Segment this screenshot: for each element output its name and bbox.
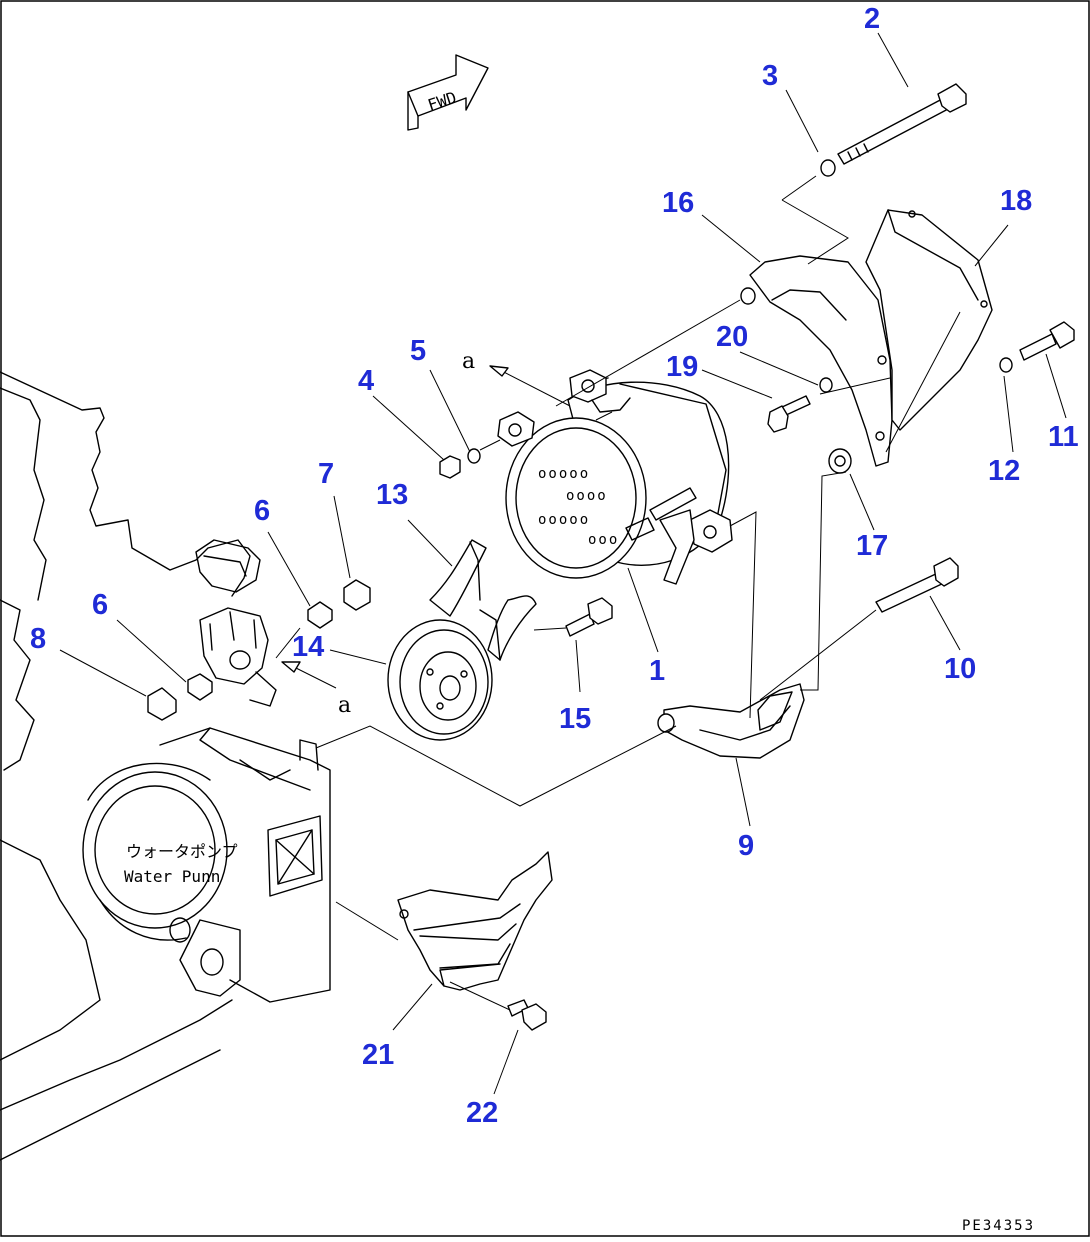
part-nut: [439, 455, 461, 479]
callout-15: 15: [559, 703, 591, 735]
part-washer-nut: [467, 448, 481, 464]
callout-21: 21: [362, 1039, 394, 1071]
part-bolt-pulley: [565, 597, 613, 637]
svg-text:oooo: oooo: [566, 488, 608, 504]
callout-6b: 6: [92, 589, 108, 621]
callout-16: 16: [662, 187, 694, 219]
callout-numbers: 1 2 3 4 5 6 6 7 8 9 10 11 12 13 14 15 16…: [30, 3, 1079, 1129]
callout-5: 5: [410, 335, 426, 367]
callout-12: 12: [988, 455, 1020, 487]
water-pump-label-en: Water Punn: [124, 867, 220, 886]
drawing-code: PE34353: [962, 1218, 1035, 1234]
part-guard-bolt: [507, 999, 547, 1031]
leader-lines: [59, 32, 1067, 1095]
callout-3: 3: [762, 60, 778, 92]
callout-10: 10: [944, 653, 976, 685]
part-sleeves: [147, 579, 371, 721]
callout-4: 4: [358, 365, 374, 397]
ref-label-a-bottom: a: [338, 693, 351, 718]
part-washer-mid: [819, 377, 833, 393]
callout-19: 19: [666, 351, 698, 383]
callout-2: 2: [864, 3, 880, 35]
callout-9: 9: [738, 830, 754, 862]
callout-17: 17: [856, 530, 888, 562]
part-cover: [865, 209, 993, 431]
part-bolt-small: [767, 395, 811, 433]
water-pump-label-jp: ウォータポンプ: [126, 842, 238, 861]
callout-13: 13: [376, 479, 408, 511]
callout-11: 11: [1048, 421, 1079, 453]
part-belt-guard: [397, 851, 553, 991]
callout-6a: 6: [254, 495, 270, 527]
ref-label-a-top: a: [462, 349, 475, 374]
part-adjusting-bolt: [875, 557, 959, 613]
callout-22: 22: [466, 1097, 498, 1129]
svg-text:ooooo: ooooo: [538, 512, 590, 528]
callout-18: 18: [1000, 185, 1032, 217]
svg-text:ooo: ooo: [588, 532, 619, 548]
svg-text:ooooo: ooooo: [538, 466, 590, 482]
part-alternator: ooooo oooo ooooo ooo: [497, 369, 733, 585]
callout-20: 20: [716, 321, 748, 353]
callout-8: 8: [30, 623, 46, 655]
callout-1: 1: [649, 655, 665, 687]
part-long-bolt: [837, 83, 967, 165]
part-washer-top: [820, 159, 836, 177]
part-bolt-right: [1019, 321, 1075, 361]
part-adjusting-bar: [657, 683, 805, 759]
engine-block: [0, 371, 331, 1161]
part-v-belt: [429, 539, 537, 661]
callout-14: 14: [292, 631, 324, 663]
part-washer-right: [999, 357, 1013, 373]
callout-7: 7: [318, 458, 334, 490]
part-mounting-bracket: [740, 255, 893, 467]
part-pulley: [387, 619, 493, 741]
